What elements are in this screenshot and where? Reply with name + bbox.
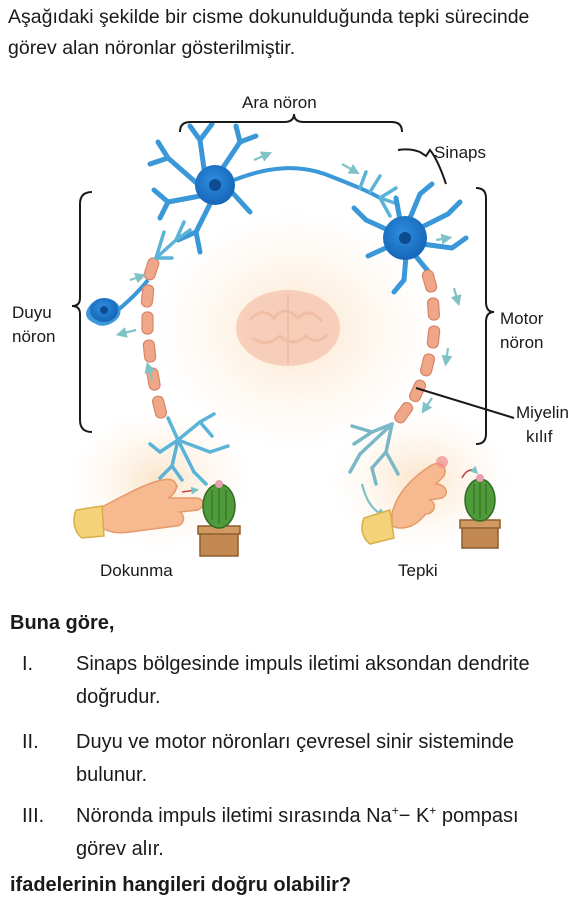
motor-myelin-sheath (394, 269, 441, 424)
label-tepki: Tepki (398, 561, 438, 580)
brain-icon (236, 290, 340, 366)
label-miyelin-1: Miyelin (516, 403, 569, 422)
statement-number: II. (22, 731, 39, 753)
label-duyu-noron-2: nöron (12, 327, 55, 346)
neuron-diagram: Ara nöron Sinaps Duyu nöron Motor nöron … (12, 93, 569, 580)
question-lead: Buna göre, (10, 612, 115, 634)
k-charge: + (429, 803, 437, 818)
statement-number: I. (22, 653, 34, 675)
label-motor-noron-1: Motor (500, 309, 544, 328)
statement-number: III. (22, 805, 45, 827)
cactus-left-icon (197, 480, 241, 557)
label-miyelin-2: kılıf (526, 427, 553, 446)
motor-noron-bracket (475, 187, 495, 445)
label-sinaps: Sinaps (434, 143, 486, 162)
label-dokunma: Dokunma (100, 561, 173, 580)
brackets (71, 113, 515, 445)
sensory-neuron (86, 220, 230, 486)
interneuron (147, 121, 400, 255)
cactus-right-icon (459, 474, 501, 549)
sinaps-bracket (397, 148, 447, 185)
label-motor-noron-2: nöron (500, 333, 543, 352)
label-duyu-noron-1: Duyu (12, 303, 52, 322)
question-prompt: ifadelerinin hangileri doğru olabilir? (10, 874, 352, 896)
statement-text-mid: − K (398, 805, 430, 827)
duyu-noron-bracket (71, 191, 93, 433)
motor-neuron (348, 181, 469, 486)
statement-text-post: pompası görev alır. (76, 805, 519, 860)
na-charge: + (391, 803, 399, 818)
statement-text: Nöronda impuls iletimi sırasında Na+− K+… (76, 800, 556, 866)
question-intro: Aşağıdaki şekilde bir cisme dokunulduğun… (8, 6, 530, 59)
statement-text-pre: Nöronda impuls iletimi sırasında Na (76, 805, 392, 827)
statement-text: Duyu ve motor nöronları çevresel sinir s… (76, 731, 514, 786)
miyelin-pointer (415, 387, 515, 419)
reaction-hand-icon (361, 456, 479, 545)
ara-noron-bracket (179, 113, 403, 133)
statement-text: Sinaps bölgesinde impuls iletimi aksonda… (76, 653, 530, 708)
label-ara-noron: Ara nöron (242, 93, 317, 112)
